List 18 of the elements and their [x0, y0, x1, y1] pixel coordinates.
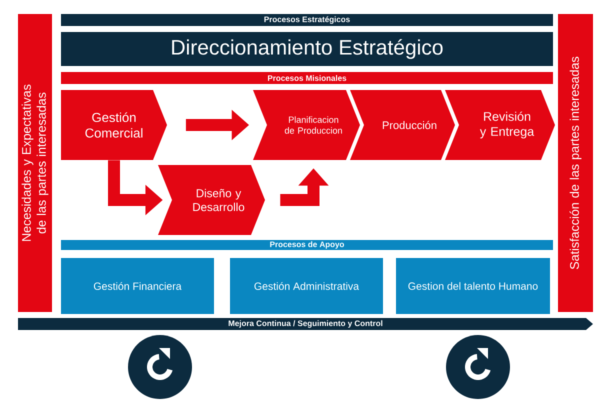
node-label: Revisión y Entrega	[480, 112, 534, 138]
process-box: Gestión Administrativa	[230, 258, 383, 314]
chevron-box: Producción	[350, 90, 455, 160]
process-box: Gestión Financiera	[61, 258, 214, 314]
side-band: Satisfacción de las partes interesadas	[558, 14, 593, 312]
chevron-box: Revisión y Entrega	[445, 90, 555, 160]
chevron-box: Gestión Comercial	[61, 90, 167, 160]
node-label: Producción	[382, 120, 436, 130]
side-band: Necesidades y Expectativas de las partes interesadas	[18, 14, 52, 312]
node-label: Planificacion de Produccion	[284, 116, 342, 134]
section-header: Procesos de Apoyo	[61, 240, 553, 250]
process-box: Gestion del talento Humano	[396, 258, 550, 314]
chevron-box: Planificacion de Produccion	[253, 90, 360, 160]
chevron-box: Diseño y Desarrollo	[158, 165, 265, 235]
section-header: Procesos Estratégicos	[61, 14, 553, 26]
arrow-band: Mejora Continua / Seguimiento y Control	[18, 318, 593, 330]
section-header: Procesos Misionales	[61, 72, 553, 84]
process-bar: Direccionamiento Estratégico	[61, 32, 553, 66]
